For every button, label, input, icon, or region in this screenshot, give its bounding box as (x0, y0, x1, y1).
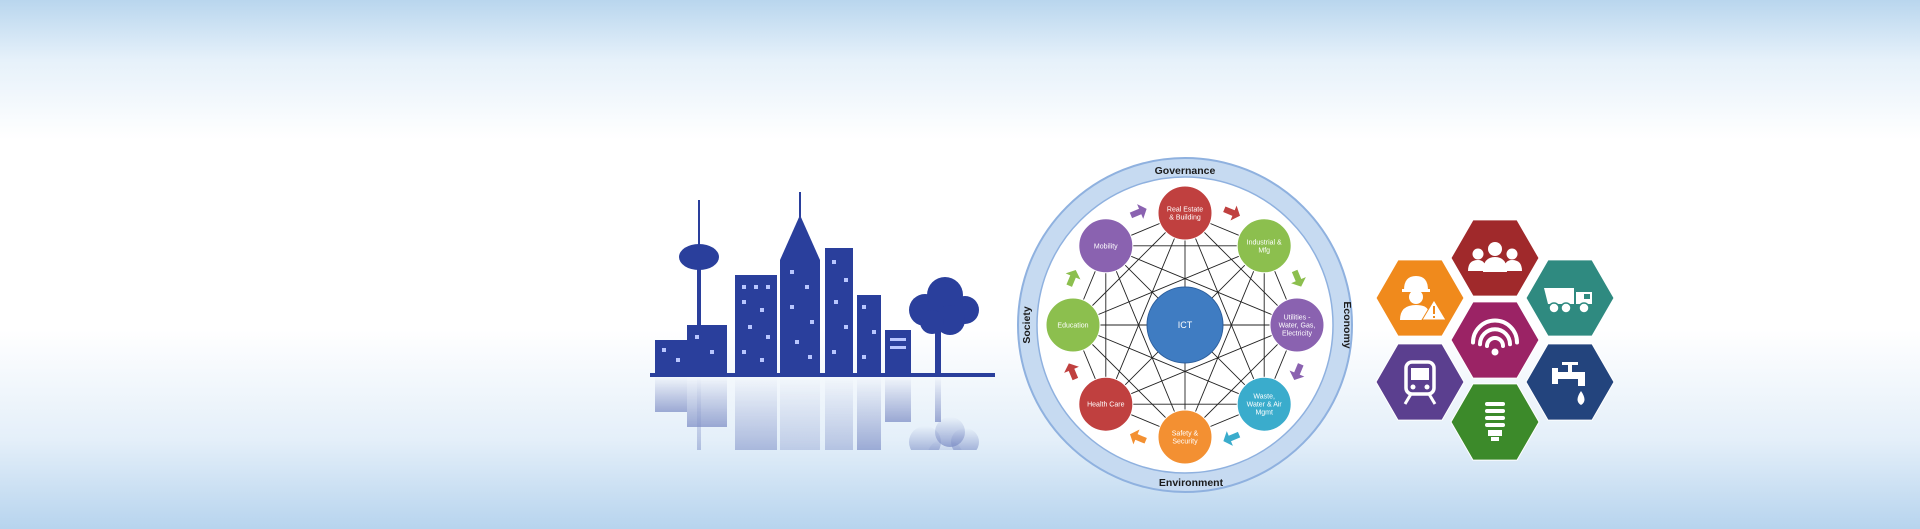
cycle-arrow-icon (1223, 205, 1241, 221)
cycle-arrow-icon (1291, 269, 1306, 287)
domain-node: Education (1045, 297, 1101, 353)
ring-label-economy: Economy (1341, 301, 1353, 348)
domain-node-label: Mobility (1094, 243, 1118, 250)
domain-node-label: Safety & (1172, 431, 1199, 438)
ring-label-governance: Governance (1155, 165, 1216, 177)
domain-node-label: Waste, (1253, 394, 1275, 401)
domain-node-label: Education (1057, 323, 1088, 330)
train-icon (1403, 360, 1437, 405)
domain-node-label: Security (1172, 439, 1198, 446)
hexagon-tile (1450, 383, 1540, 461)
domain-node: Industrial &Mfg (1236, 218, 1292, 274)
mesh-line (1072, 324, 1265, 405)
cycle-arrow-icon (1065, 269, 1081, 287)
domain-node-label: Electricity (1282, 331, 1312, 338)
hexagon-tile (1375, 343, 1465, 421)
hexagon-tile (1525, 259, 1615, 337)
domain-node-label: Mfg (1258, 247, 1270, 254)
smart-city-wheel-diagram: Governance Environment Economy Society R… (1017, 157, 1353, 493)
city-reflection (655, 376, 979, 450)
domain-node-label: Mgmt (1255, 410, 1273, 417)
cycle-arrow-icon (1223, 431, 1241, 446)
light-bulb-icon (1485, 402, 1505, 441)
cycle-arrow-icon (1289, 363, 1305, 381)
mesh-line (1105, 245, 1186, 438)
domain-node: Mobility (1078, 218, 1134, 274)
ict-hub (1146, 286, 1224, 364)
ict-hub-label: ICT (1178, 320, 1193, 330)
mesh-line (1072, 245, 1265, 326)
cycle-arrow-icon (1064, 363, 1079, 381)
domain-node-label: Real Estate (1167, 207, 1203, 214)
city-buildings (650, 192, 995, 377)
people-icon (1468, 242, 1522, 272)
hexagon-tile (1450, 301, 1540, 379)
hexagon-tile (1450, 219, 1540, 297)
domain-node: Utilities -Water, Gas,Electricity (1269, 297, 1325, 353)
cycle-arrow-icon (1129, 204, 1147, 219)
domain-node: Safety &Security (1157, 409, 1213, 465)
building-windows (662, 260, 906, 362)
worker-warning-icon (1400, 276, 1447, 321)
domain-node-label: Health Care (1087, 402, 1124, 409)
domain-node-label: & Building (1169, 215, 1201, 222)
domain-node-label: Industrial & (1247, 239, 1282, 246)
mesh-line (1105, 324, 1298, 405)
hexagon-tile (1375, 259, 1465, 337)
city-skyline-illustration (650, 192, 995, 450)
cycle-arrows (1064, 204, 1306, 446)
wifi-icon (1471, 318, 1519, 356)
ring-label-society: Society (1021, 306, 1033, 344)
ring-label-environment: Environment (1159, 477, 1224, 489)
water-tap-icon (1552, 362, 1585, 405)
hexagon-icon-cluster (1375, 219, 1615, 461)
dump-truck-icon (1544, 288, 1592, 314)
mesh-line (1105, 245, 1298, 326)
mesh-line (1184, 212, 1265, 405)
domain-node-label: Water, Gas, (1279, 323, 1316, 330)
mesh-line (1105, 212, 1186, 405)
mesh-line (1184, 245, 1265, 438)
cycle-arrow-icon (1129, 429, 1147, 445)
domain-node-label: Water & Air (1247, 402, 1283, 409)
domain-node: Real Estate& Building (1157, 185, 1213, 241)
domain-node: Health Care (1078, 376, 1134, 432)
hexagon-tile (1525, 343, 1615, 421)
domain-node-label: Utilities - (1284, 315, 1312, 322)
